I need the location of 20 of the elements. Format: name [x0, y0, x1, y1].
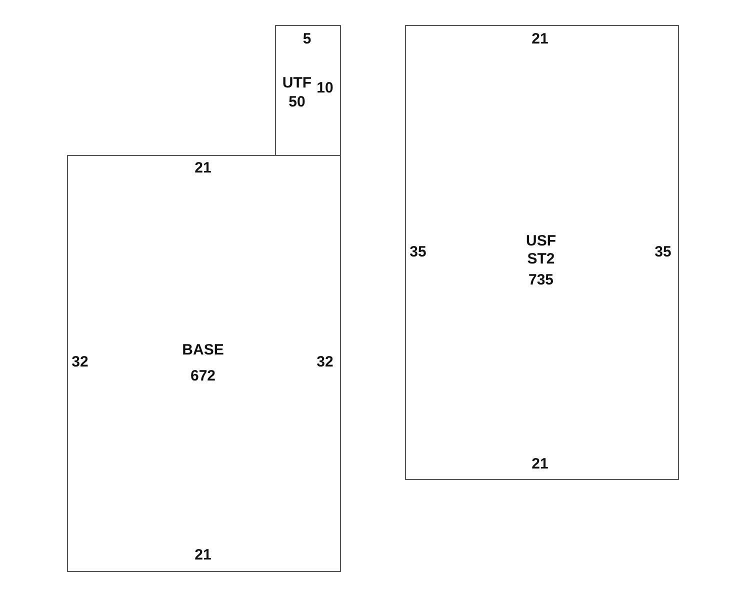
dimension-label: 32 — [72, 354, 88, 370]
dimension-label: 35 — [654, 244, 672, 260]
dimension-label: 21 — [194, 548, 212, 562]
room-name: ST2 — [527, 252, 555, 266]
room-name: UTF — [282, 76, 312, 90]
area-label: 672 — [190, 368, 216, 384]
room-outline — [405, 25, 679, 480]
dimension-label: 32 — [316, 354, 334, 370]
dimension-label: 21 — [532, 32, 548, 46]
dimension-label: 35 — [410, 244, 426, 260]
area-label: 735 — [528, 272, 554, 288]
dimension-label: 10 — [316, 80, 334, 96]
room-outline — [275, 25, 341, 156]
dimension-label: 21 — [532, 456, 548, 472]
room-name: BASE — [182, 342, 224, 358]
dimension-label: 21 — [194, 160, 212, 176]
room-outline — [67, 155, 341, 572]
area-label: 50 — [288, 94, 306, 110]
dimension-label: 5 — [302, 32, 312, 46]
room-name: USF — [526, 234, 556, 248]
